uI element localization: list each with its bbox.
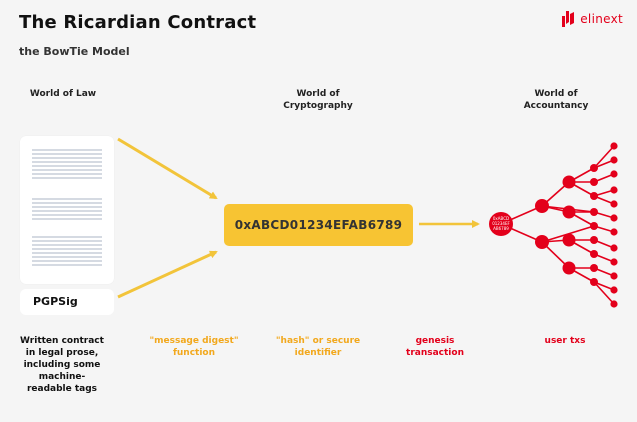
tx-leaf-node <box>610 286 618 294</box>
column-header-cryptography: World of Cryptography <box>283 89 353 111</box>
tx-node <box>590 192 598 200</box>
tx-leaf-node <box>610 200 618 208</box>
caption-written-contract: Written contract in legal prose, includi… <box>20 336 104 394</box>
signature-card: PGPSig <box>20 289 114 315</box>
transaction-tree: 0xABCD01234EFAB6789 <box>489 142 618 308</box>
tx-leaf-node <box>610 156 618 164</box>
genesis-node-label: AB6789 <box>493 226 509 231</box>
hash-box: 0xABCD01234EFAB6789 <box>224 204 413 246</box>
tx-node <box>562 261 576 275</box>
tx-node <box>535 199 549 213</box>
tx-node <box>590 222 598 230</box>
tx-leaf-node <box>610 300 618 308</box>
tx-leaf-node <box>610 186 618 194</box>
arrow-signature-to-hash <box>117 250 218 299</box>
brand-logo: elinext <box>561 10 623 28</box>
tx-leaf-node <box>610 228 618 236</box>
caption-genesis-transaction: genesis transaction <box>406 336 464 358</box>
signature-label: PGPSig <box>33 295 78 308</box>
genesis-node <box>489 212 513 236</box>
tx-node <box>590 278 598 286</box>
brand-name: elinext <box>580 12 623 26</box>
tx-node <box>590 250 598 258</box>
genesis-node-label: 01234EF <box>492 221 510 226</box>
caption-user-txs: user txs <box>544 336 586 346</box>
tx-node <box>590 208 598 216</box>
tx-node <box>590 178 598 186</box>
tx-node <box>562 233 576 247</box>
column-header-law: World of Law <box>29 89 97 99</box>
column-header-accountancy: World of Accountancy <box>523 89 589 111</box>
tx-node <box>590 264 598 272</box>
arrow-document-to-hash <box>117 137 218 200</box>
elinext-logo-icon <box>562 11 575 27</box>
caption-hash-identifier: "hash" or secure identifier <box>275 336 361 358</box>
tx-node <box>590 236 598 244</box>
tx-node <box>590 164 598 172</box>
document-text-icon <box>32 149 102 266</box>
hash-value: 0xABCD01234EFAB6789 <box>234 218 403 232</box>
tx-node <box>535 235 549 249</box>
tree-edge <box>593 145 615 169</box>
tx-leaf-node <box>610 142 618 150</box>
contract-document <box>20 136 114 284</box>
tx-leaf-node <box>610 258 618 266</box>
page-title: The Ricardian Contract <box>19 12 257 33</box>
tx-node <box>562 175 576 189</box>
tx-leaf-node <box>610 170 618 178</box>
genesis-node-label: 0xABCD <box>493 216 509 221</box>
page-subtitle: the BowTie Model <box>19 45 130 58</box>
tx-leaf-node <box>610 244 618 252</box>
caption-message-digest: "message digest" function <box>149 336 239 358</box>
tree-edge <box>593 281 615 305</box>
tx-leaf-node <box>610 272 618 280</box>
tx-leaf-node <box>610 214 618 222</box>
tx-node <box>562 205 576 219</box>
